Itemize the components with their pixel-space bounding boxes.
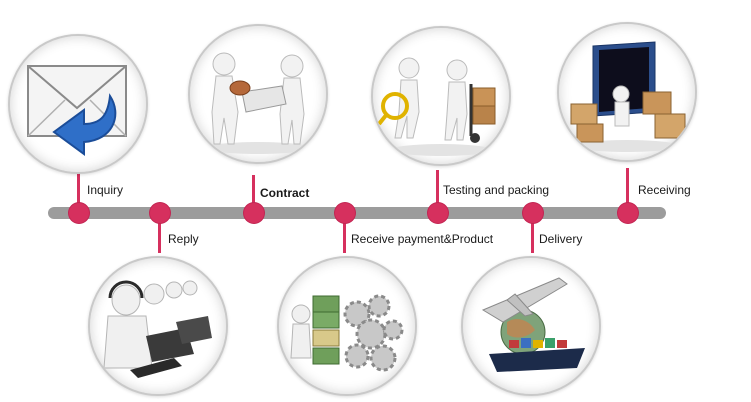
- label-inquiry: Inquiry: [87, 183, 124, 197]
- inspection-handtruck-icon: [377, 57, 496, 156]
- payment-gears-icon: [290, 294, 404, 372]
- container-boxes-icon: [570, 41, 686, 152]
- label-reply: Reply: [168, 232, 199, 246]
- handshake-contract-icon: [206, 52, 310, 154]
- dot-delivery: [523, 203, 543, 223]
- dot-contract: [244, 203, 264, 223]
- stem-receive-payment: [343, 215, 346, 253]
- airplane-ship-icon: [481, 277, 585, 372]
- dot-receive-payment: [335, 203, 355, 223]
- stem-reply: [158, 215, 161, 253]
- bubble-testing-packing: [371, 26, 511, 166]
- dot-testing-packing: [428, 203, 448, 223]
- label-testing-packing: Testing and packing: [443, 183, 550, 197]
- bubble-reply: [88, 256, 228, 396]
- stem-contract: [252, 175, 255, 210]
- label-receive-payment: Receive payment&Product: [351, 232, 494, 246]
- label-contract: Contract: [260, 186, 310, 200]
- dot-reply: [150, 203, 170, 223]
- envelope-reply-icon: [27, 65, 127, 156]
- stem-receiving: [626, 168, 629, 210]
- label-delivery: Delivery: [539, 232, 583, 246]
- dot-receiving: [618, 203, 638, 223]
- label-receiving: Receiving: [638, 183, 691, 197]
- bubble-receiving: [557, 22, 697, 162]
- bubble-inquiry: [8, 34, 148, 174]
- bubble-receive-payment: [277, 256, 417, 396]
- dot-inquiry: [69, 203, 89, 223]
- stem-testing-packing: [436, 170, 439, 210]
- timeline-bar: [48, 207, 666, 219]
- stem-delivery: [531, 215, 534, 253]
- call-center-icon: [103, 280, 212, 378]
- stem-inquiry: [77, 170, 80, 210]
- bubble-contract: [188, 24, 328, 164]
- bubble-delivery: [461, 256, 601, 396]
